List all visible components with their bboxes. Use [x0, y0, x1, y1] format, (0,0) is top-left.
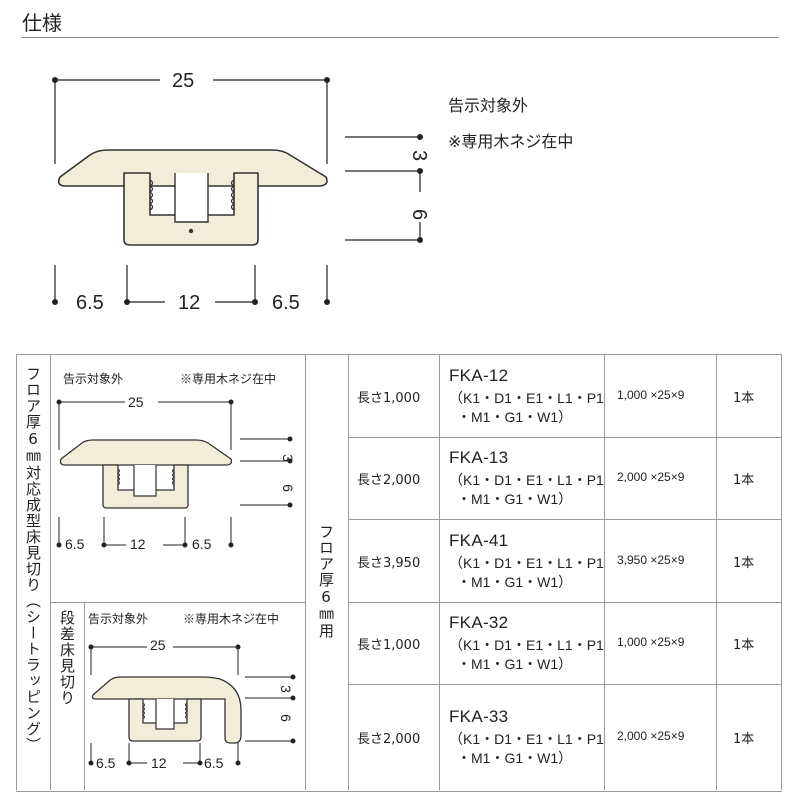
- category-main-label: フロア厚6㎜対応成型床見切り（シートラッピング）: [24, 366, 42, 753]
- row-variants-line1: （K1・D1・E1・L1・P1: [449, 731, 604, 747]
- floor-thickness-label: フロア厚6㎜用: [317, 524, 335, 639]
- section1-s3-label: 6.5: [192, 536, 212, 552]
- row-size: 1,000 ×25×9: [617, 635, 685, 649]
- section2-h1-label: 3: [277, 685, 294, 693]
- section2-h2-label: 6: [277, 714, 294, 722]
- row-quantity: 1本: [733, 390, 755, 406]
- row-length: 長さ1,000: [357, 390, 421, 406]
- section2-s2-label: 12: [151, 755, 167, 771]
- section2-s1-label: 6.5: [96, 755, 116, 771]
- row-variants-line2: ・M1・G1・W1）: [457, 491, 573, 507]
- row-product-code: FKA-33: [449, 707, 509, 726]
- row-size: 1,000 ×25×9: [617, 387, 685, 402]
- row-product-code: FKA-32: [449, 613, 509, 632]
- row-variants-line1: （K1・D1・E1・L1・P1: [449, 472, 604, 488]
- row-product-code: FKA-13: [449, 448, 509, 467]
- row-size: 2,000 ×25×9: [617, 729, 685, 743]
- row-length: 長さ1,000: [357, 638, 421, 653]
- row-size: 3,950 ×25×9: [617, 552, 685, 567]
- row-quantity: 1本: [733, 555, 755, 571]
- dim-seg-mid-label: 12: [178, 292, 201, 314]
- row-variants-line2: ・M1・G1・W1）: [457, 750, 573, 766]
- row-variants-line2: ・M1・G1・W1）: [457, 656, 573, 672]
- row-product-code: FKA-41: [449, 530, 509, 550]
- page-title: 仕様: [22, 11, 62, 35]
- row-length: 長さ2,000: [357, 473, 421, 488]
- profile-diagram-step: [88, 644, 296, 766]
- section2-s3-label: 6.5: [204, 755, 224, 771]
- title-divider: [22, 37, 778, 38]
- row-variants-line2: ・M1・G1・W1）: [457, 408, 573, 425]
- row-length: 長さ2,000: [357, 732, 421, 747]
- note-screws: ※専用木ネジ在中: [448, 132, 574, 151]
- row-quantity: 1本: [733, 473, 755, 488]
- section1-note-notice: 告示対象外: [63, 372, 124, 386]
- section2-note-notice: 告示対象外: [88, 612, 149, 626]
- row-variants-line1: （K1・D1・E1・L1・P1: [449, 637, 604, 653]
- note-notice: 告示対象外: [448, 96, 529, 115]
- row-quantity: 1本: [733, 638, 755, 653]
- dim-width-label: 25: [172, 70, 195, 92]
- section2-note-screws: ※専用木ネジ在中: [183, 612, 280, 626]
- section1-note-screws: ※専用木ネジ在中: [180, 372, 277, 386]
- row-product-code: FKA-12: [449, 365, 509, 385]
- section1-s2-label: 12: [130, 536, 146, 552]
- section1-width-label: 25: [128, 394, 144, 410]
- row-variants-line1: （K1・D1・E1・L1・P1: [449, 554, 604, 571]
- section1-h1-label: 3: [279, 454, 296, 462]
- dim-seg-right-label: 6.5: [272, 292, 300, 314]
- section1-h2-label: 6: [279, 484, 296, 492]
- dim-top-height-label: 3: [408, 149, 431, 162]
- row-quantity: 1本: [733, 732, 755, 747]
- profile-diagram-large: [52, 77, 423, 305]
- dim-bottom-height-label: 6: [408, 208, 431, 221]
- profile-diagram-t: [56, 399, 293, 548]
- row-variants-line1: （K1・D1・E1・L1・P1: [449, 389, 604, 406]
- row-length: 長さ3,950: [357, 555, 421, 571]
- row-variants-line2: ・M1・G1・W1）: [457, 573, 573, 590]
- category-step-label: 段差床見切り: [58, 610, 76, 706]
- section1-s1-label: 6.5: [65, 536, 85, 552]
- spec-table: [16, 354, 782, 792]
- row-size: 2,000 ×25×9: [617, 470, 685, 484]
- dim-seg-left-label: 6.5: [76, 292, 104, 314]
- section2-width-label: 25: [150, 637, 166, 653]
